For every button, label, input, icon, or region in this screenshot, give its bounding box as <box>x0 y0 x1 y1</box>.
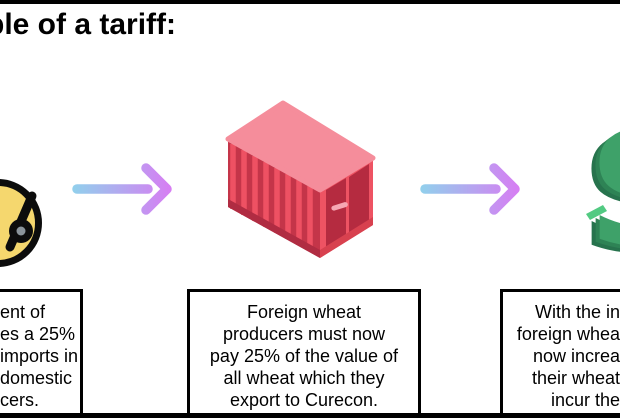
shipping-container-icon <box>225 100 376 258</box>
arrow-right-icon-2 <box>420 163 520 215</box>
dollar-sign-icon: $ $ $ <box>577 75 620 297</box>
step-text-1: ent of es a 25% imports in domestic cers… <box>0 302 79 410</box>
arrow-head <box>489 163 520 215</box>
arrow-head <box>141 163 172 215</box>
step-text-2: Foreign wheat producers must now pay 25%… <box>209 302 399 410</box>
container-top-face <box>225 100 376 193</box>
container-left-bottom-band <box>228 199 320 258</box>
dollar-glyph-front: $ <box>585 75 620 291</box>
container-door-right <box>349 164 369 236</box>
step-box-1: ent of es a 25% imports in domestic cers… <box>0 289 83 418</box>
dollar-glyph-back: $ <box>577 81 620 297</box>
container-door-handle <box>331 202 348 211</box>
step-text-3: With the in foreign whea now increa thei… <box>516 302 620 410</box>
step-box-2: Foreign wheat producers must now pay 25%… <box>187 289 421 418</box>
percent-dot-inner <box>16 226 26 236</box>
percent-icon <box>0 179 42 267</box>
container-ribs <box>230 144 313 251</box>
dollar-glyph-mid: $ <box>581 78 620 294</box>
step-box-3: With the in foreign whea now increa thei… <box>500 289 620 418</box>
page-title: ple of a tariff: <box>0 8 177 41</box>
frame-top-border <box>0 0 620 4</box>
arrow-right-icon-1 <box>72 163 172 215</box>
container-door-left <box>326 178 346 250</box>
frame-bottom-border <box>0 413 620 418</box>
container-right-bottom-band <box>320 217 373 258</box>
dollar-highlight <box>586 205 607 220</box>
